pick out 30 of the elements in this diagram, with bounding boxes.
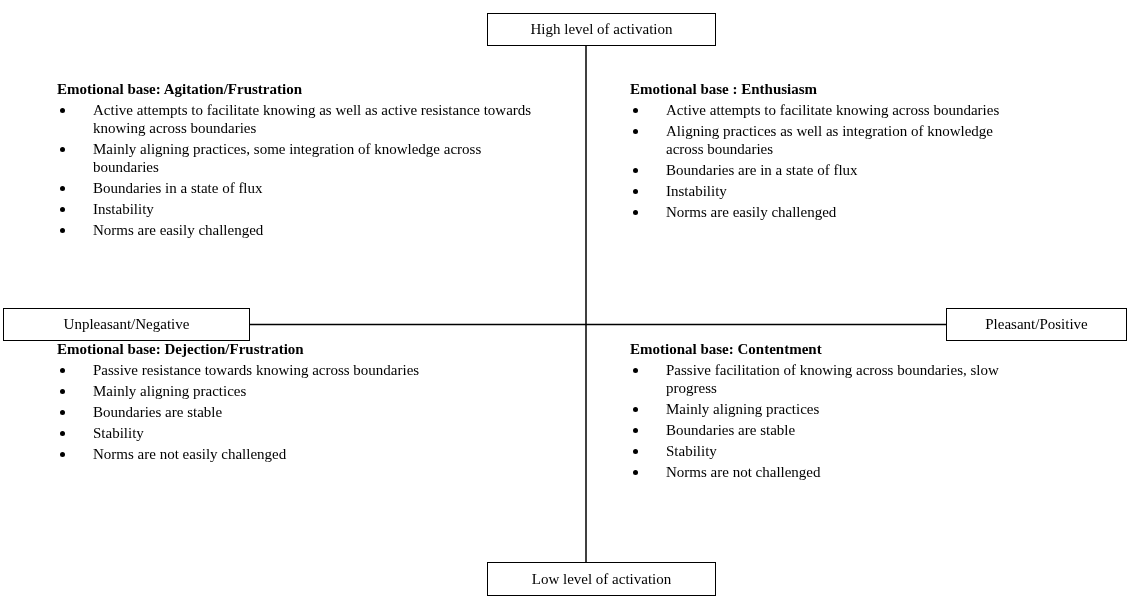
quadrant-heading: Emotional base: Contentment (630, 340, 823, 358)
bullet-item: Norms are not challenged (630, 463, 1000, 481)
bullet-item: Norms are easily challenged (57, 221, 547, 239)
bullet-item: Instability (57, 200, 547, 218)
bullet-item: Norms are easily challenged (630, 203, 1000, 221)
bullet-item: Active attempts to facilitate knowing as well as active resistance towards knowing across boundaries (57, 101, 547, 137)
bullet-item: Mainly aligning practices, some integration of knowledge across boundaries (57, 140, 547, 176)
bullet-item: Boundaries are in a state of flux (630, 161, 1000, 179)
bullet-item: Passive resistance towards knowing across boundaries (57, 361, 482, 379)
bullet-item: Active attempts to facilitate knowing across boundaries (630, 101, 1000, 119)
bullet-item: Passive facilitation of knowing across boundaries, slow progress (630, 361, 1000, 397)
bullet-item: Boundaries in a state of flux (57, 179, 547, 197)
bullet-item: Mainly aligning practices (630, 400, 1000, 418)
bullet-item: Stability (630, 442, 1000, 460)
bullet-item: Norms are not easily challenged (57, 445, 482, 463)
bullet-item: Instability (630, 182, 1000, 200)
bullet-item: Stability (57, 424, 482, 442)
quadrant-heading: Emotional base: Agitation/Frustration (57, 80, 303, 98)
quadrant-heading: Emotional base : Enthusiasm (630, 80, 819, 98)
axis-line (585, 45, 587, 563)
axis-label-box: High level of activation (487, 13, 716, 46)
bullet-item: Boundaries are stable (630, 421, 1000, 439)
axis-line (249, 323, 947, 326)
axis-label-box: Low level of activation (487, 562, 716, 596)
axis-label-box: Unpleasant/Negative (3, 308, 250, 341)
bullet-item: Aligning practices as well as integration of knowledge across boundaries (630, 122, 1000, 158)
axis-label-box: Pleasant/Positive (946, 308, 1127, 341)
quadrant-heading: Emotional base: Dejection/Frustration (57, 340, 305, 358)
bullet-item: Boundaries are stable (57, 403, 482, 421)
bullet-item: Mainly aligning practices (57, 382, 482, 400)
